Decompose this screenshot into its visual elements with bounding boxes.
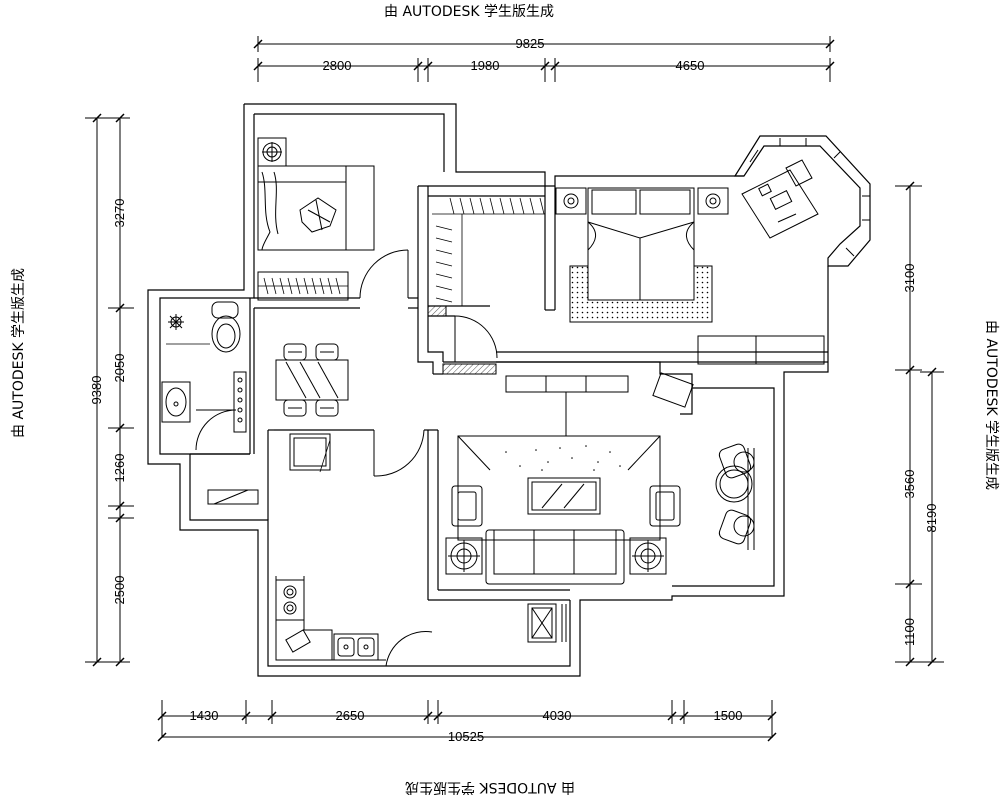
- sink-icon: [161, 381, 191, 423]
- dim-left-seg1: 3270: [112, 199, 127, 228]
- kitchen-fixtures: [275, 433, 386, 661]
- sofa-icon: [485, 529, 625, 585]
- watermark-left: 由 AUTODESK 学生版生成: [11, 268, 27, 438]
- walk-in-closet: [432, 197, 545, 306]
- washing-rack: [233, 371, 247, 433]
- balcony-furniture: [715, 443, 755, 550]
- dim-top-seg3: 4650: [676, 58, 705, 73]
- hatched-walls: [427, 305, 497, 375]
- bedroom-1-furniture: [257, 137, 375, 301]
- fridge-icon: [527, 603, 557, 643]
- dim-bottom-total: 10525: [448, 729, 484, 744]
- dim-top-seg1: 2800: [323, 58, 352, 73]
- bathroom-fixtures: [161, 301, 247, 433]
- nightstand-right-icon: [697, 187, 729, 215]
- cabinet-right: [755, 335, 825, 365]
- desk-icon: [741, 159, 819, 239]
- dim-left-seg2: 2050: [112, 354, 127, 383]
- dining-table-icon: [275, 359, 349, 401]
- master-bed-icon: [587, 187, 695, 301]
- dim-left-total: 9380: [89, 376, 104, 405]
- dim-left-seg4: 2500: [112, 576, 127, 605]
- right-dimensions: 3100 3560 1100 8190: [895, 181, 944, 667]
- lounge-chair-top: [718, 443, 755, 479]
- floor-texture-dots: [505, 445, 621, 471]
- dim-bottom-seg2: 2650: [336, 708, 365, 723]
- dim-bottom-seg1: 1430: [190, 708, 219, 723]
- exterior-walls: [147, 103, 871, 677]
- dim-left-seg3: 1260: [112, 454, 127, 483]
- bottom-dimensions: 1430 2650 4030 1500 10525: [157, 700, 777, 744]
- toilet-icon: [211, 301, 241, 353]
- dim-right-total: 8190: [924, 504, 939, 533]
- bed-icon: [257, 165, 375, 251]
- bay-window: [749, 138, 870, 257]
- tv-cabinet-icon: [505, 375, 629, 393]
- armchair-icon: [652, 372, 694, 408]
- dim-bottom-seg3: 4030: [543, 708, 572, 723]
- round-table-icon: [715, 465, 753, 503]
- coffee-table-icon: [527, 477, 601, 515]
- living-room-furniture: [445, 372, 694, 643]
- dim-right-seg1: 3100: [902, 264, 917, 293]
- dim-top-seg2: 1980: [471, 58, 500, 73]
- shower-icon: [166, 314, 210, 345]
- dining-set: [275, 343, 349, 417]
- left-dimensions: 9380 3270 2050 1260 2500: [85, 113, 134, 667]
- watermark-bottom: 由 AUTODESK 学生版生成: [405, 779, 575, 795]
- dim-top-total: 9825: [516, 36, 545, 51]
- cutting-board-icon: [285, 629, 311, 653]
- watermark-right: 由 AUTODESK 学生版生成: [983, 320, 999, 490]
- dim-right-seg3: 1100: [902, 618, 917, 646]
- nightstand-left-icon: [555, 187, 587, 215]
- kitchen-cabinet-icon: [289, 433, 331, 471]
- dim-bottom-seg4: 1500: [714, 708, 743, 723]
- interior-walls: [190, 185, 828, 601]
- master-bedroom-furniture: [555, 159, 825, 365]
- dim-right-seg2: 3560: [902, 470, 917, 499]
- shoe-cabinet: [207, 489, 259, 505]
- watermark-top: 由 AUTODESK 学生版生成: [384, 4, 554, 20]
- cabinet-left: [697, 335, 757, 365]
- doors: [195, 249, 498, 667]
- lounge-chair-bottom: [718, 509, 755, 545]
- kitchen-sink-icon: [333, 633, 379, 661]
- top-dimensions: 9825 2800 1980 4650: [253, 36, 835, 82]
